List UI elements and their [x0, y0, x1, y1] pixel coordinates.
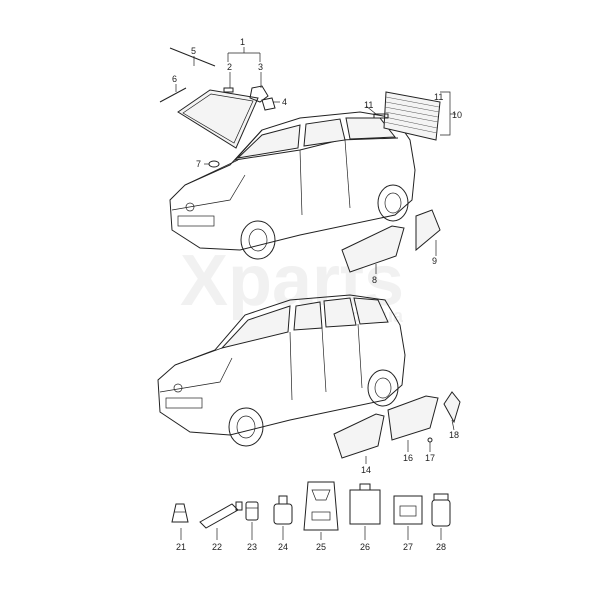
part-11-top: [373, 113, 389, 119]
callout-17[interactable]: 17: [425, 453, 435, 463]
windscreen-top: [177, 89, 259, 149]
part-3: [249, 85, 269, 103]
side-window-9: [415, 209, 441, 252]
leader-lines: [175, 47, 456, 540]
part-24-bottle: [273, 495, 293, 525]
callout-27[interactable]: 27: [403, 542, 413, 552]
part-27-box: [393, 495, 423, 525]
callout-3[interactable]: 3: [258, 62, 263, 72]
callout-11-left[interactable]: 11: [364, 100, 373, 110]
side-window-8: [341, 225, 405, 273]
trim-strip-5: [169, 47, 216, 67]
part-26-box: [349, 483, 381, 525]
side-window-18: [443, 391, 461, 424]
callout-16[interactable]: 16: [403, 453, 413, 463]
side-window-14: [333, 413, 385, 459]
callout-18[interactable]: 18: [449, 430, 459, 440]
callout-7[interactable]: 7: [196, 159, 201, 169]
part-25-pouch: [303, 481, 339, 531]
callout-5[interactable]: 5: [191, 46, 196, 56]
callout-10[interactable]: 10: [452, 110, 462, 120]
callout-9[interactable]: 9: [432, 256, 437, 266]
callout-26[interactable]: 26: [360, 542, 370, 552]
callout-25[interactable]: 25: [316, 542, 326, 552]
callout-21[interactable]: 21: [176, 542, 186, 552]
part-2: [223, 87, 234, 93]
part-4: [261, 97, 276, 111]
callout-11-right[interactable]: 11: [434, 92, 443, 102]
callout-14[interactable]: 14: [361, 465, 371, 475]
part-7: [208, 160, 220, 168]
part-23-cap: [245, 501, 259, 521]
trim-strip-6: [159, 87, 187, 103]
callout-1[interactable]: 1: [240, 37, 245, 47]
callout-4[interactable]: 4: [282, 97, 287, 107]
part-22-tube: [199, 501, 243, 529]
part-17: [427, 437, 433, 443]
callout-22[interactable]: 22: [212, 542, 222, 552]
callout-2[interactable]: 2: [227, 62, 232, 72]
callout-23[interactable]: 23: [247, 542, 257, 552]
callout-8[interactable]: 8: [372, 275, 377, 285]
side-window-16: [387, 395, 439, 441]
part-28-jar: [431, 493, 451, 527]
callout-28[interactable]: 28: [436, 542, 446, 552]
callout-6[interactable]: 6: [172, 74, 177, 84]
callout-24[interactable]: 24: [278, 542, 288, 552]
part-21-nozzle: [171, 503, 189, 523]
car-five-door: [157, 294, 406, 447]
rear-window-hatch: [383, 91, 441, 141]
